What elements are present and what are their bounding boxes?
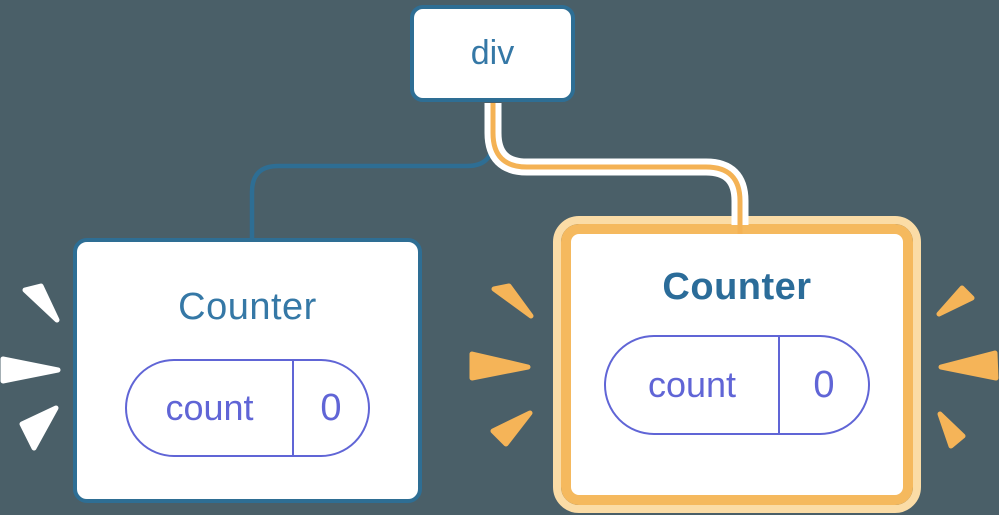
burst-orange-left (469, 283, 534, 447)
state-pill: count 0 (604, 335, 870, 435)
state-value: 0 (813, 363, 835, 406)
root-node-label: div (470, 34, 515, 72)
spark-icon (491, 283, 534, 319)
counter-title: Counter (662, 266, 812, 308)
spark-icon (0, 356, 61, 384)
edge-div-to-left-counter (249, 103, 496, 240)
state-key: count (127, 361, 294, 455)
spark-icon (490, 410, 533, 447)
spark-icon (469, 351, 531, 381)
edge-casing (484, 103, 749, 225)
state-key: count (606, 337, 780, 433)
state-value: 0 (320, 386, 342, 429)
counter-card-right-highlighted: Counter count 0 (553, 216, 921, 513)
burst-orange-right (936, 285, 999, 449)
spark-icon (19, 405, 59, 451)
spark-icon (937, 411, 966, 449)
spark-icon (936, 285, 975, 317)
counter-card-left: Counter count 0 (73, 238, 422, 503)
counter-title: Counter (178, 286, 317, 328)
root-node-div: div (410, 5, 575, 102)
burst-white-left (0, 283, 61, 451)
spark-icon (22, 283, 60, 323)
counter-card-right-inner: Counter count 0 (561, 224, 913, 505)
edge-div-to-right-counter (490, 103, 743, 234)
state-pill: count 0 (125, 359, 370, 457)
spark-icon (938, 350, 999, 381)
